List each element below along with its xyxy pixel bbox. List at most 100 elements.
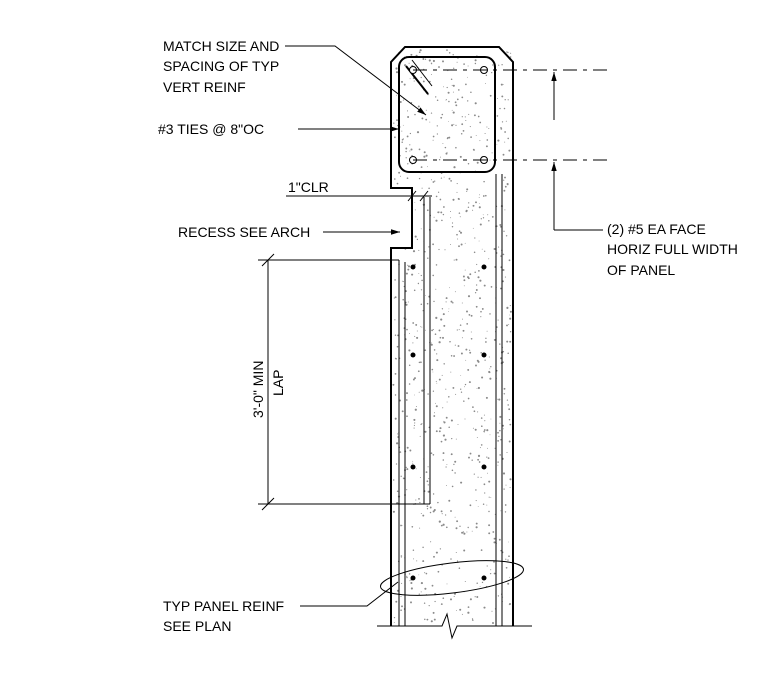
concrete-speck [489, 434, 491, 436]
concrete-speck [501, 64, 503, 66]
concrete-speck [492, 64, 494, 66]
concrete-speck [420, 228, 422, 230]
concrete-speck [475, 201, 477, 204]
concrete-speck [444, 146, 447, 149]
concrete-speck [448, 396, 450, 398]
concrete-speck [441, 513, 443, 515]
concrete-speck [480, 476, 482, 478]
concrete-speck [445, 297, 448, 300]
concrete-speck [472, 148, 475, 151]
concrete-speck [445, 152, 448, 155]
concrete-speck [472, 406, 474, 408]
concrete-speck [486, 139, 489, 141]
concrete-speck [509, 478, 512, 481]
concrete-speck [436, 133, 439, 135]
concrete-speck [472, 427, 474, 429]
concrete-speck [479, 194, 481, 196]
concrete-speck [425, 471, 428, 474]
concrete-speck [472, 209, 474, 211]
concrete-speck [454, 291, 456, 293]
concrete-speck [413, 418, 416, 421]
concrete-speck [508, 149, 511, 152]
concrete-speck [476, 437, 478, 438]
concrete-speck [480, 549, 483, 551]
concrete-speck [396, 182, 399, 185]
concrete-speck [502, 268, 505, 272]
concrete-speck [438, 430, 441, 433]
concrete-speck [509, 576, 510, 578]
concrete-speck [458, 329, 460, 331]
concrete-speck [423, 151, 426, 154]
concrete-speck [474, 428, 477, 431]
concrete-speck [507, 404, 509, 406]
concrete-speck [454, 516, 456, 518]
concrete-speck [412, 378, 415, 381]
concrete-speck [420, 591, 422, 593]
concrete-speck [502, 424, 505, 427]
concrete-speck [401, 280, 403, 282]
concrete-speck [412, 462, 414, 464]
concrete-speck [427, 490, 430, 493]
concrete-speck [445, 466, 447, 468]
concrete-speck [453, 67, 455, 69]
concrete-speck [492, 531, 495, 533]
concrete-speck [440, 211, 443, 214]
typ-label-2: SEE PLAN [163, 618, 231, 634]
concrete-speck [432, 181, 435, 183]
concrete-speck [421, 117, 424, 120]
concrete-speck [484, 194, 487, 197]
concrete-speck [438, 248, 440, 251]
concrete-speck [420, 513, 422, 514]
concrete-speck [464, 383, 467, 386]
concrete-speck [450, 300, 453, 303]
concrete-speck [429, 511, 432, 514]
concrete-speck [502, 153, 505, 156]
concrete-speck [498, 64, 500, 66]
concrete-speck [406, 415, 408, 418]
concrete-speck [505, 558, 507, 560]
concrete-speck [419, 435, 421, 437]
concrete-speck [481, 425, 483, 428]
concrete-speck [493, 541, 496, 544]
concrete-speck [473, 410, 476, 413]
clr-tick-2 [419, 190, 429, 202]
concrete-speck [496, 144, 498, 146]
concrete-speck [477, 476, 479, 478]
concrete-speck [396, 345, 399, 348]
concrete-speck [488, 480, 491, 483]
concrete-speck [460, 391, 463, 393]
concrete-speck [509, 331, 512, 333]
concrete-speck [504, 511, 507, 513]
concrete-speck [403, 83, 406, 86]
concrete-speck [497, 319, 499, 321]
concrete-speck [492, 622, 494, 624]
concrete-speck [415, 406, 417, 407]
concrete-speck [467, 397, 470, 400]
concrete-speck [429, 506, 432, 509]
concrete-speck [489, 313, 491, 315]
concrete-speck [457, 238, 459, 240]
concrete-speck [506, 399, 509, 401]
concrete-speck [470, 337, 473, 340]
concrete-speck [493, 338, 496, 341]
concrete-speck [438, 341, 441, 344]
bar-dot [481, 264, 487, 270]
concrete-speck [440, 440, 443, 443]
concrete-speck [405, 147, 408, 150]
concrete-speck [484, 132, 486, 135]
concrete-speck [437, 191, 440, 193]
concrete-speck [420, 166, 423, 169]
concrete-speck [420, 303, 423, 305]
concrete-speck [487, 472, 488, 474]
concrete-speck [479, 447, 481, 449]
concrete-speck [432, 139, 434, 141]
concrete-speck [442, 336, 444, 339]
concrete-speck [481, 248, 483, 250]
concrete-speck [502, 350, 505, 353]
concrete-speck [469, 598, 472, 601]
concrete-speck [422, 310, 424, 312]
concrete-speck [416, 238, 419, 241]
concrete-speck [400, 556, 402, 558]
horiz-label-1: (2) #5 EA FACE [607, 221, 706, 237]
concrete-speck [509, 340, 512, 343]
